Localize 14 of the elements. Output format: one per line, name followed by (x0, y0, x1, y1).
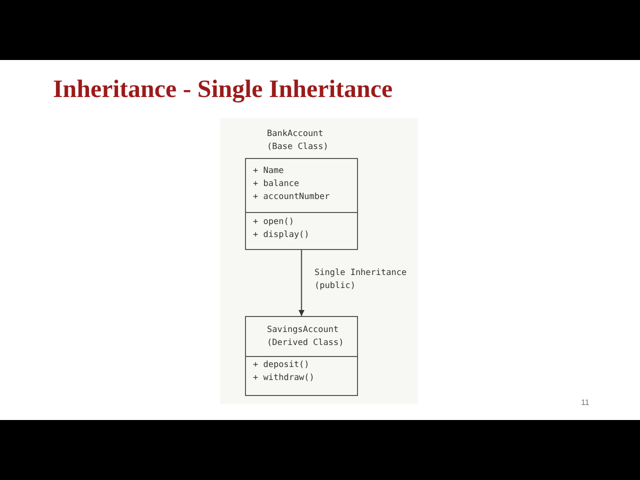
class-member: + withdraw() (253, 372, 314, 385)
class-box (245, 316, 358, 396)
class-member: + open() (253, 216, 294, 229)
inheritance-arrow (298, 250, 304, 316)
class-member: + display() (253, 229, 310, 242)
class-member: + Name (253, 165, 284, 178)
page-number: 11 (581, 398, 590, 407)
class-member: + deposit() (253, 359, 310, 372)
class-member: + accountNumber (253, 191, 330, 204)
slide-title: Inheritance - Single Inheritance (53, 76, 393, 104)
edge-label: Single Inheritance (public) (314, 267, 410, 293)
class-name: BankAccount (Base Class) (267, 128, 330, 154)
class-member: + balance (253, 178, 300, 191)
class-name: SavingsAccount (Derived Class) (267, 324, 345, 350)
